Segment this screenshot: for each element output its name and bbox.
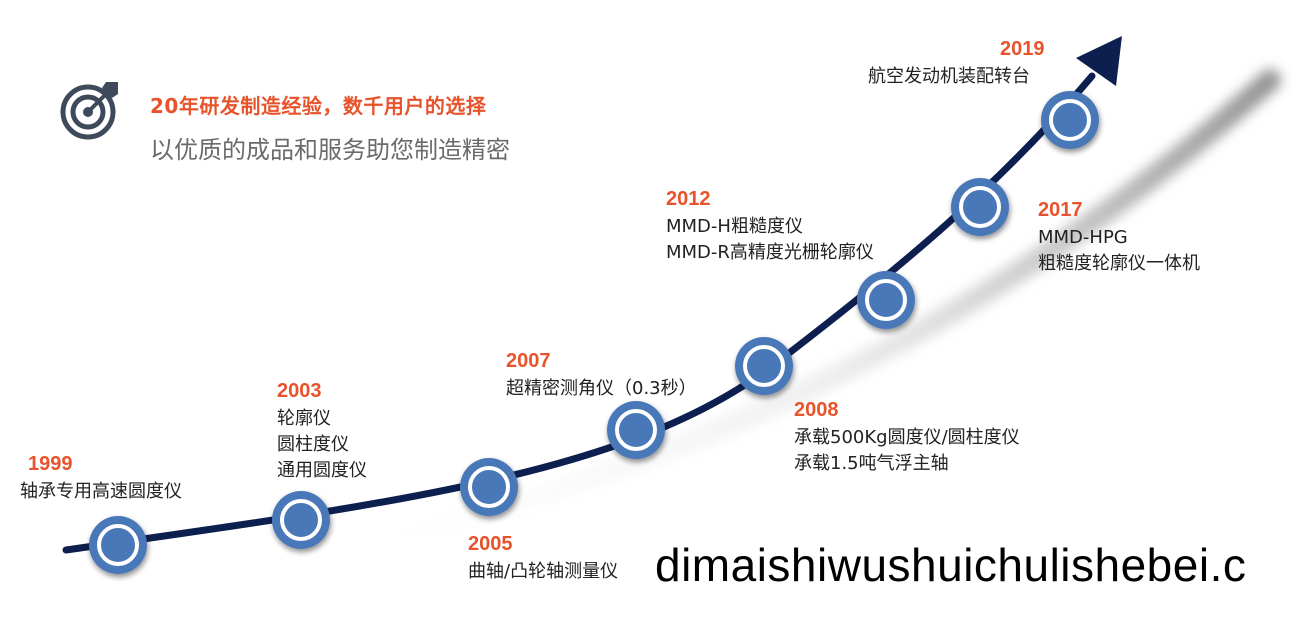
milestone-item: 超精密测角仪（0.3秒） — [506, 378, 697, 399]
milestone-item: 曲轴/凸轮轴测量仪 — [468, 561, 619, 582]
milestone-2012: 2012 MMD-H粗糙度仪 MMD-R高精度光栅轮廓仪 — [666, 186, 874, 266]
milestone-year: 2007 — [506, 350, 551, 372]
milestone-item: MMD-R高精度光栅轮廓仪 — [666, 242, 874, 263]
milestone-item: 圆柱度仪 — [277, 434, 349, 455]
milestone-2008: 2008 承载500Kg圆度仪/圆柱度仪 承载1.5吨气浮主轴 — [794, 397, 1020, 477]
milestone-node-2008 — [735, 337, 793, 395]
milestone-year: 1999 — [28, 453, 73, 475]
milestone-node-2017 — [951, 178, 1009, 236]
milestone-year: 2003 — [277, 380, 322, 402]
milestone-node-2012 — [857, 271, 915, 329]
milestone-item: MMD-H粗糙度仪 — [666, 216, 803, 237]
milestone-item: 轴承专用高速圆度仪 — [20, 481, 182, 502]
milestone-item: 通用圆度仪 — [277, 460, 367, 481]
milestone-item: 轮廓仪 — [277, 408, 331, 429]
milestone-item: 承载1.5吨气浮主轴 — [794, 453, 949, 474]
milestone-node-2019 — [1041, 91, 1099, 149]
milestone-1999: 1999 轴承专用高速圆度仪 — [20, 451, 182, 505]
tagline: 20年研发制造经验，数千用户的选择 — [150, 94, 487, 118]
watermark-text: dimaishiwushuichulishebei.c — [655, 539, 1247, 591]
milestone-2007: 2007 超精密测角仪（0.3秒） — [506, 348, 697, 402]
target-arrow-icon — [60, 82, 118, 140]
milestone-year: 2017 — [1038, 199, 1083, 221]
curve-shadow — [289, 69, 1281, 571]
milestone-item: 承载500Kg圆度仪/圆柱度仪 — [794, 427, 1020, 448]
milestone-2005: 2005 曲轴/凸轮轴测量仪 — [468, 531, 618, 585]
milestone-year: 2012 — [666, 188, 711, 210]
milestone-2019: 2019 航空发动机装配转台 — [868, 36, 1045, 90]
milestone-year: 2005 — [468, 533, 513, 555]
subtitle: 以优质的成品和服务助您制造精密 — [150, 136, 510, 164]
milestone-node-2005 — [460, 458, 518, 516]
milestone-node-2007 — [607, 401, 665, 459]
milestone-node-2003 — [272, 491, 330, 549]
milestone-2017: 2017 MMD-HPG 粗糙度轮廓仪一体机 — [1038, 197, 1200, 277]
milestone-year: 2019 — [1000, 38, 1045, 60]
milestone-2003: 2003 轮廓仪 圆柱度仪 通用圆度仪 — [277, 378, 367, 484]
milestone-node-1999 — [89, 516, 147, 574]
arrow-head-icon — [1076, 36, 1122, 86]
milestone-item: MMD-HPG — [1038, 227, 1128, 248]
milestone-item: 粗糙度轮廓仪一体机 — [1038, 253, 1200, 274]
milestone-item: 航空发动机装配转台 — [868, 66, 1030, 87]
milestone-year: 2008 — [794, 399, 839, 421]
